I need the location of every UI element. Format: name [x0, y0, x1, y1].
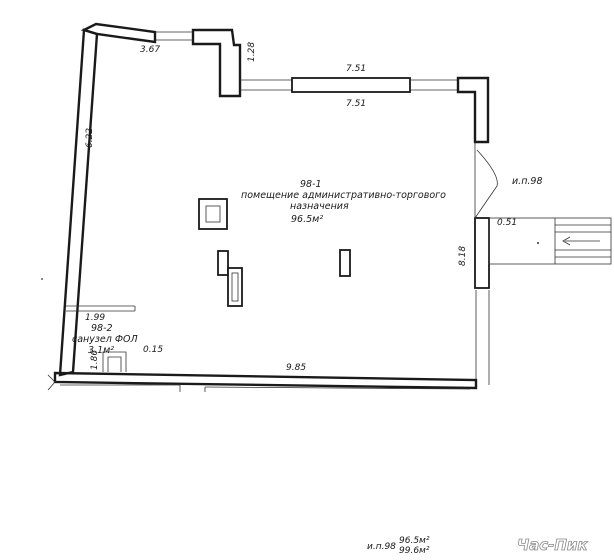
dim-bath-height: 1.86: [90, 350, 100, 370]
summary-area-2: 99.6м²: [399, 546, 430, 556]
dim-bath-width: 1.99: [85, 313, 105, 323]
main-room-name-line2: назначения: [290, 201, 349, 212]
column-center: [339, 249, 351, 277]
bath-room-id: 98-2: [91, 323, 113, 334]
wall-notch: [191, 28, 242, 98]
watermark-logo: Час-Пик: [517, 536, 588, 554]
dim-window-top: 7.51: [346, 64, 366, 74]
dimension-labels: 3.67 1.28 7.51 7.51 6.22 8.18 0.51 9.85 …: [85, 42, 517, 373]
bath-room-name: санузел ФОЛ: [72, 334, 138, 345]
columns: [198, 198, 351, 307]
wall-right-top: [456, 76, 490, 144]
summary-label: и.п.98: [367, 542, 396, 552]
entrance-steps: [488, 217, 612, 265]
entrance-door: [474, 142, 498, 219]
main-room-id: 98-1: [300, 179, 322, 190]
column-large: [198, 198, 228, 230]
column-small: [217, 250, 229, 276]
dim-notch: 1.28: [247, 42, 257, 62]
dim-bath-wall: 0.15: [143, 345, 163, 355]
dim-right-short: 0.51: [497, 218, 517, 228]
area-summary: и.п.98 96.5м² 99.6м²: [367, 536, 430, 556]
bath-room-area: 3.1м²: [88, 345, 114, 356]
wall-bottom: [53, 371, 478, 390]
entrance-label: и.п.98: [512, 176, 543, 187]
wall-right-block: [474, 217, 490, 289]
summary-area-1: 96.5м²: [399, 536, 430, 546]
main-room-area: 96.5м²: [291, 214, 323, 225]
column-tall: [227, 267, 243, 307]
wall-top-window-block: [291, 77, 411, 93]
dim-bottom-wall: 9.85: [286, 363, 306, 373]
dim-top-left: 3.67: [140, 45, 160, 55]
bath-room-label: 98-2 санузел ФОЛ 3.1м²: [72, 323, 138, 356]
bathroom-partitions: [66, 305, 136, 372]
main-room-name-line1: помещение административно-торгового: [241, 190, 446, 201]
main-room-label: 98-1 помещение административно-торгового…: [241, 179, 446, 225]
dim-left-wall: 6.22: [85, 128, 95, 148]
dim-right-wall: 8.18: [458, 246, 468, 266]
dim-window-bottom: 7.51: [346, 99, 366, 109]
